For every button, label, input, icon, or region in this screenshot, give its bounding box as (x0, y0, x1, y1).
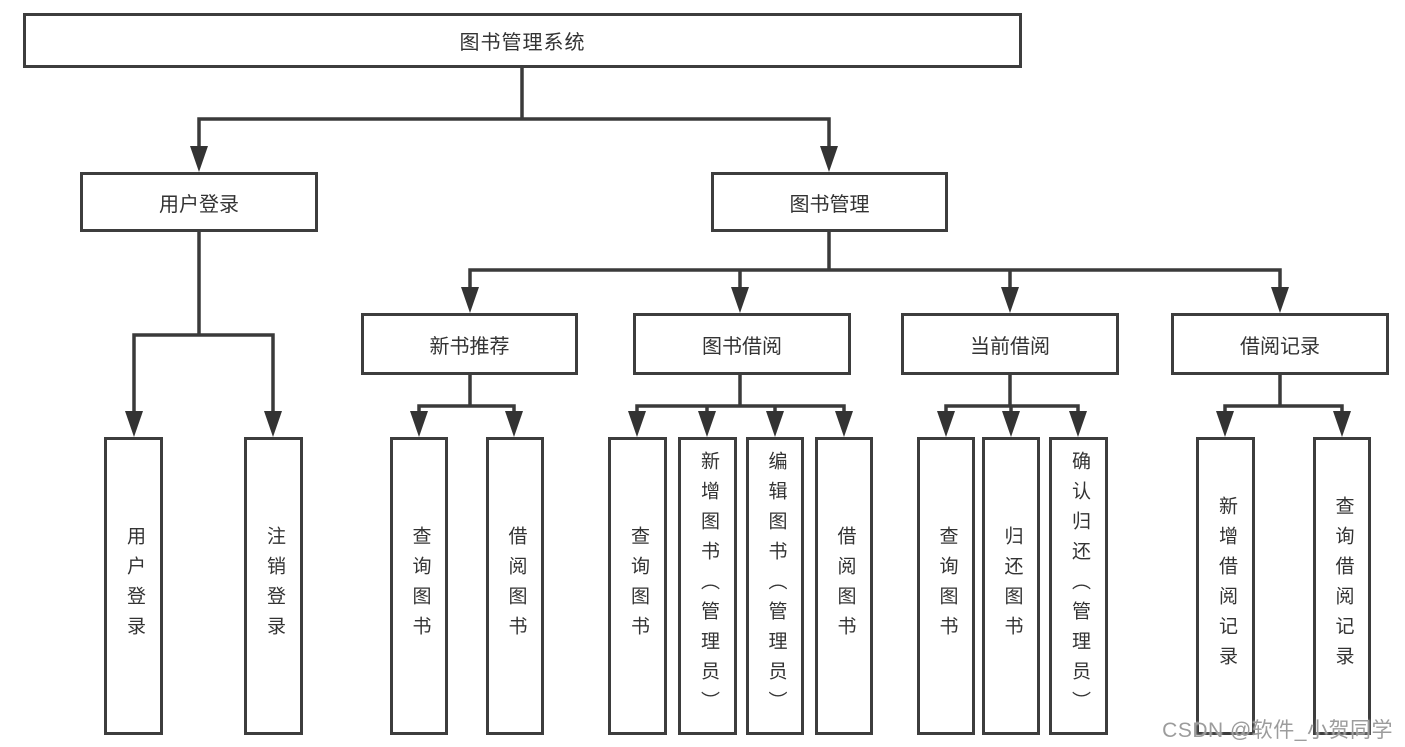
leaf-br-query-record-label: 查询借阅记录 (1332, 496, 1354, 676)
node-book-borrowing-label: 图书借阅 (702, 335, 782, 358)
node-borrowing-records: 借阅记录 (1171, 313, 1389, 375)
leaf-bb-borrow-books: 借阅图书 (815, 437, 873, 735)
leaf-nb-query-books-label: 查询图书 (409, 526, 431, 646)
leaf-bb-add-books-admin-label: 新增图书（管理员） (697, 451, 719, 721)
leaf-user-login-label: 用户登录 (123, 526, 145, 646)
leaf-logout-label: 注销登录 (263, 526, 285, 646)
leaf-cb-confirm-return-admin-label: 确认归还（管理员） (1068, 451, 1090, 721)
node-book-management-module-label: 图书管理 (789, 193, 870, 216)
node-new-book-recommend: 新书推荐 (361, 313, 578, 375)
node-current-borrowing: 当前借阅 (901, 313, 1119, 375)
node-library-system-label: 图书管理系统 (459, 32, 586, 54)
leaf-cb-return-books-label: 归还图书 (1001, 526, 1023, 646)
leaf-nb-query-books: 查询图书 (390, 437, 448, 735)
leaf-br-add-record: 新增借阅记录 (1196, 437, 1255, 735)
leaf-logout: 注销登录 (244, 437, 303, 735)
node-current-borrowing-label: 当前借阅 (970, 335, 1050, 358)
leaf-bb-query-books-label: 查询图书 (627, 526, 649, 646)
node-user-login-module: 用户登录 (80, 172, 318, 232)
leaf-user-login: 用户登录 (104, 437, 163, 735)
node-book-management-module: 图书管理 (711, 172, 948, 232)
leaf-bb-query-books: 查询图书 (608, 437, 667, 735)
leaf-br-add-record-label: 新增借阅记录 (1215, 496, 1237, 676)
leaf-cb-confirm-return-admin: 确认归还（管理员） (1049, 437, 1108, 735)
leaf-nb-borrow-books: 借阅图书 (486, 437, 544, 735)
node-book-borrowing: 图书借阅 (633, 313, 851, 375)
csdn-watermark: CSDN @软件_小贺同学 (1162, 719, 1393, 742)
leaf-br-query-record: 查询借阅记录 (1313, 437, 1371, 735)
leaf-bb-add-books-admin: 新增图书（管理员） (678, 437, 737, 735)
leaf-bb-edit-books-admin: 编辑图书（管理员） (746, 437, 804, 735)
node-new-book-recommend-label: 新书推荐 (429, 335, 510, 358)
node-library-system: 图书管理系统 (23, 13, 1022, 68)
arrowheads (125, 146, 1351, 437)
leaf-cb-query-books: 查询图书 (917, 437, 975, 735)
node-borrowing-records-label: 借阅记录 (1240, 335, 1320, 358)
leaf-bb-edit-books-admin-label: 编辑图书（管理员） (765, 451, 787, 721)
leaf-bb-borrow-books-label: 借阅图书 (834, 526, 856, 646)
node-user-login-module-label: 用户登录 (159, 193, 239, 216)
leaf-nb-borrow-books-label: 借阅图书 (505, 526, 527, 646)
leaf-cb-return-books: 归还图书 (982, 437, 1040, 735)
leaf-cb-query-books-label: 查询图书 (936, 526, 958, 646)
